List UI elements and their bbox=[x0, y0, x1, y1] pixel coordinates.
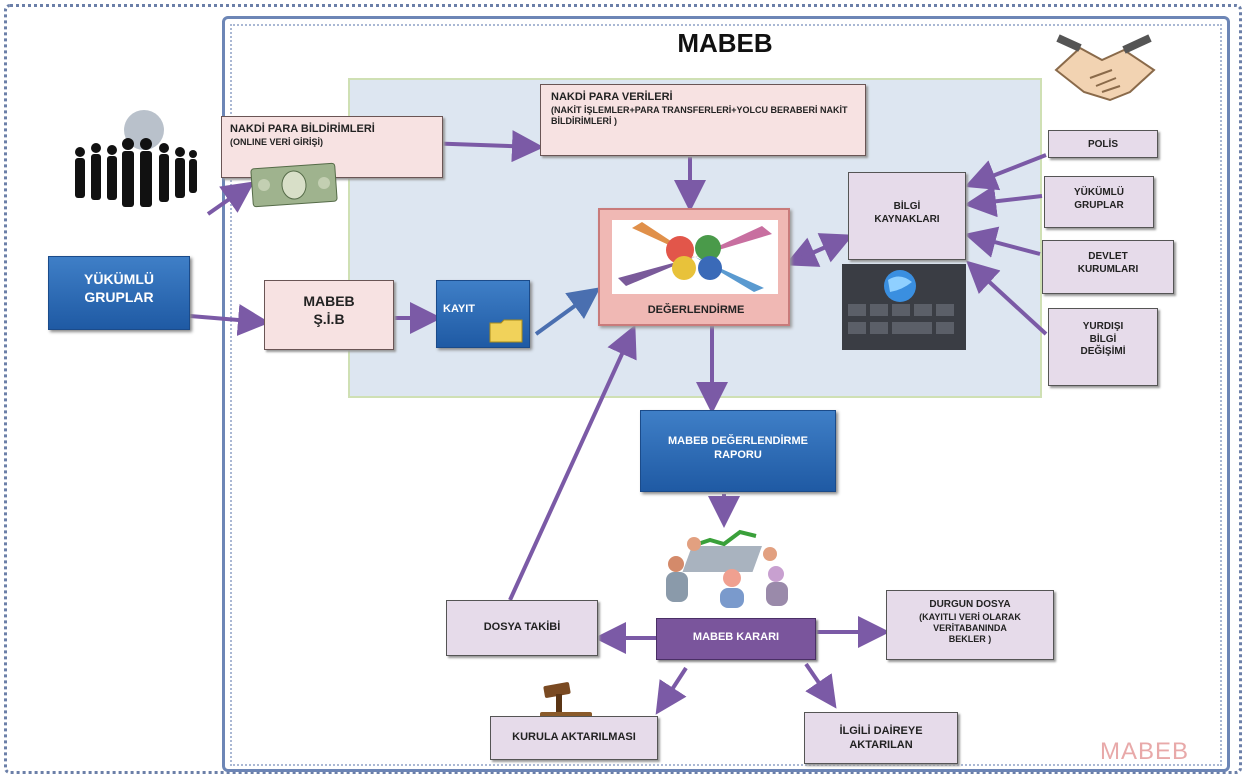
yukumlu-gruplar-right-box: YÜKÜMLÜ GRUPLAR bbox=[1044, 176, 1154, 228]
karar-box: MABEB KARARI bbox=[656, 618, 816, 660]
ilgili-line1: İLGİLİ DAİREYE bbox=[839, 725, 923, 737]
bildirim-title: NAKDİ PARA BİLDİRİMLERİ bbox=[230, 123, 375, 135]
veriler-title: NAKDİ PARA VERİLERİ bbox=[551, 91, 673, 103]
rapor-line2: RAPORU bbox=[714, 448, 762, 461]
yurtdisi-line2: BİLGİ bbox=[1089, 333, 1117, 345]
yukumlu-right-line1: YÜKÜMLÜ bbox=[1074, 187, 1124, 198]
keyboard-globe-icon bbox=[842, 264, 966, 350]
dollar-bill-icon bbox=[250, 162, 338, 208]
puzzle-hands-icon bbox=[612, 220, 778, 294]
meeting-chart-icon bbox=[650, 524, 800, 608]
gavel-icon bbox=[538, 680, 594, 720]
kayit-label: KAYIT bbox=[443, 303, 475, 315]
arrow-dosya-to-degerlendirme bbox=[508, 324, 637, 601]
ilgili-line2: AKTARILAN bbox=[849, 738, 913, 751]
durgun-line2: (KAYITLI VERİ OLARAK bbox=[919, 611, 1021, 622]
yukumlu-right-line2: GRUPLAR bbox=[1074, 199, 1124, 211]
yurtdisi-line3: DEĞİŞİMİ bbox=[1080, 346, 1126, 357]
yukumlu-left-line2: GRUPLAR bbox=[84, 288, 154, 305]
handshake-icon bbox=[1050, 30, 1160, 110]
sib-line2: Ş.İ.B bbox=[313, 310, 345, 327]
yukumlu-gruplar-left-box: YÜKÜMLÜ GRUPLAR bbox=[48, 256, 190, 330]
devlet-kurumlari-box: DEVLET KURUMLARI bbox=[1042, 240, 1174, 294]
bildirim-subtitle: (ONLINE VERİ GİRİŞİ) bbox=[230, 136, 324, 147]
durgun-line1: DURGUN DOSYA bbox=[929, 599, 1011, 610]
rapor-line1: MABEB DEĞERLENDİRME bbox=[668, 435, 808, 447]
degerlendirme-label: DEĞERLENDİRME bbox=[647, 304, 745, 316]
arrow-karar-to-ilgili bbox=[804, 662, 837, 709]
mabeb-sib-box: MABEB Ş.İ.B bbox=[264, 280, 394, 350]
outer-frame bbox=[4, 4, 1242, 774]
people-crowd-icon bbox=[70, 104, 200, 216]
durgun-line3: VERİTABANINDA bbox=[933, 622, 1007, 633]
arrow-devlet-to-bilgi bbox=[964, 226, 1041, 258]
veriler-subtitle: (NAKİT İŞLEMLER+PARA TRANSFERLERİ+YOLCU … bbox=[551, 104, 848, 126]
dosya-takibi-box: DOSYA TAKİBİ bbox=[446, 600, 598, 656]
devlet-line2: KURUMLARI bbox=[1077, 263, 1139, 275]
watermark: MABEB bbox=[1100, 738, 1190, 765]
arrow-people-to-money bbox=[206, 181, 255, 216]
arrow-polis-to-bilgi bbox=[964, 153, 1047, 191]
durgun-dosya-box: DURGUN DOSYA (KAYITLI VERİ OLARAK VERİTA… bbox=[886, 590, 1054, 660]
sib-line1: MABEB bbox=[303, 293, 355, 309]
durgun-line4: BEKLER ) bbox=[948, 634, 992, 644]
bilgi-line2: KAYNAKLARI bbox=[874, 213, 940, 225]
yurtdisi-line1: YURDIŞI bbox=[1082, 321, 1124, 332]
polis-label: POLİS bbox=[1087, 139, 1118, 150]
arrow-karar-to-kurula bbox=[655, 666, 688, 715]
nakdi-para-verileri-box: NAKDİ PARA VERİLERİ (NAKİT İŞLEMLER+PARA… bbox=[540, 84, 866, 156]
bilgi-line1: BİLGİ bbox=[893, 201, 921, 212]
degerlendirme-box: DEĞERLENDİRME bbox=[598, 208, 790, 326]
kurula-box: KURULA AKTARILMASI bbox=[490, 716, 658, 760]
diagram-title: MABEB bbox=[677, 28, 773, 58]
kurula-label: KURULA AKTARILMASI bbox=[512, 731, 636, 743]
karar-label: MABEB KARARI bbox=[692, 631, 780, 643]
dosya-takibi-label: DOSYA TAKİBİ bbox=[483, 621, 561, 633]
folder-icon bbox=[489, 319, 523, 343]
arrow-yukumlu-to-sib bbox=[189, 304, 270, 336]
bilgi-kaynaklari-box: BİLGİ KAYNAKLARI bbox=[848, 172, 966, 260]
arrow-yukumlu-to-bilgi bbox=[964, 185, 1043, 218]
kayit-box: KAYIT bbox=[436, 280, 530, 348]
polis-box: POLİS bbox=[1048, 130, 1158, 158]
devlet-line1: DEVLET bbox=[1088, 251, 1128, 262]
mabeb-frame-dots bbox=[230, 24, 1222, 766]
arrow-yurtdisi-to-bilgi bbox=[966, 260, 1048, 336]
yurtdisi-box: YURDIŞI BİLGİ DEĞİŞİMİ bbox=[1048, 308, 1158, 386]
arrow-kayit-to-degerlendirme bbox=[534, 287, 601, 336]
ilgili-daire-box: İLGİLİ DAİREYE AKTARILAN bbox=[804, 712, 958, 764]
yukumlu-left-line1: YÜKÜMLÜ bbox=[84, 271, 154, 287]
rapor-box: MABEB DEĞERLENDİRME RAPORU bbox=[640, 410, 836, 492]
